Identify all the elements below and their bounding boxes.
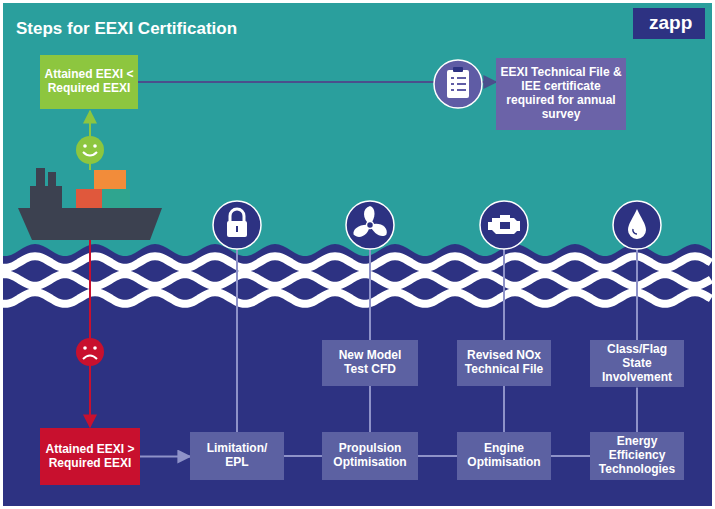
icon-part	[351, 206, 389, 240]
box-label: Energy Efficiency Technologies	[594, 435, 680, 476]
icon-part	[83, 346, 87, 350]
box-content: Attained EEXI > Required EEXI	[44, 443, 136, 471]
fuel-drop-icon	[613, 201, 661, 249]
diagram-title: Steps for EEXI Certification	[16, 19, 237, 39]
box-content: Propulsion Optimisation	[326, 442, 414, 470]
engine-icon	[480, 201, 528, 249]
brand-logo: zapp	[633, 8, 705, 39]
icon-part	[83, 144, 87, 148]
box-label: EEXI Technical File & IEE certificate re…	[500, 66, 622, 121]
wave-band	[3, 292, 711, 304]
icon-part	[480, 201, 528, 249]
box-content: Revised NOx Technical File	[461, 349, 547, 377]
icon-part	[346, 201, 394, 249]
hull	[18, 208, 162, 240]
sea-ground	[3, 3, 712, 506]
leader-line	[369, 249, 371, 340]
icon-part	[451, 78, 466, 90]
funnel	[48, 172, 56, 186]
connector	[636, 387, 638, 432]
icon-part	[76, 136, 104, 164]
container	[102, 189, 130, 208]
sky-ground	[3, 3, 712, 256]
document-icon	[434, 60, 482, 108]
icon-part	[83, 152, 97, 156]
box-content: Class/Flag State Involvement	[594, 343, 680, 384]
ship	[18, 168, 162, 240]
connector	[418, 455, 457, 457]
process-box: Attained EEXI > Required EEXI	[40, 428, 140, 485]
container	[76, 189, 102, 208]
wave-band	[3, 274, 711, 286]
icon-part	[451, 83, 454, 85]
process-box: Engine Optimisation	[457, 432, 551, 480]
icon-part	[367, 222, 374, 229]
process-box: EEXI Technical File & IEE certificate re…	[496, 58, 626, 130]
icon-part	[500, 222, 510, 229]
box-content: Engine Optimisation	[461, 442, 547, 470]
box-label: Limitation/ EPL	[194, 442, 280, 470]
box-label: Engine Optimisation	[461, 442, 547, 470]
icon-part	[83, 356, 97, 360]
icon-part	[628, 209, 646, 239]
icon-part	[457, 77, 466, 79]
sad-face	[76, 338, 104, 366]
icon-part	[93, 346, 97, 350]
box-content: Limitation/ EPL	[194, 442, 280, 470]
bridge	[30, 186, 62, 208]
icon-part	[457, 83, 466, 85]
box-label: Attained EEXI > Required EEXI	[44, 443, 136, 471]
process-box: Energy Efficiency Technologies	[590, 432, 684, 480]
funnel	[36, 168, 45, 186]
icon-part	[633, 229, 637, 234]
connector	[369, 386, 371, 432]
box-label: Attained EEXI < Required EEXI	[44, 68, 134, 96]
icon-part	[434, 60, 482, 108]
leader-line	[503, 249, 505, 340]
icon-part	[236, 226, 238, 232]
box-label: Revised NOx Technical File	[461, 349, 547, 377]
box-content: EEXI Technical File & IEE certificate re…	[500, 66, 622, 121]
icon-part	[76, 338, 104, 366]
connector	[284, 455, 322, 457]
connector	[551, 455, 590, 457]
process-box: Class/Flag State Involvement	[590, 340, 684, 387]
process-box: Attained EEXI < Required EEXI	[40, 55, 138, 109]
leader-line	[236, 249, 238, 432]
icon-part	[457, 89, 466, 91]
icon-part	[447, 70, 469, 98]
process-box: Revised NOx Technical File	[457, 340, 551, 386]
box-label: Propulsion Optimisation	[326, 442, 414, 470]
icon-leaders	[237, 249, 637, 432]
icon-part	[227, 221, 247, 237]
icon-part	[351, 221, 373, 240]
process-box: Limitation/ EPL	[190, 432, 284, 480]
icon-part	[213, 201, 261, 249]
happy-face	[76, 136, 104, 164]
connector	[503, 386, 505, 432]
icon-part	[230, 209, 244, 222]
icon-part	[613, 201, 661, 249]
container	[94, 170, 126, 189]
icon-part	[93, 144, 97, 148]
lock-icon	[213, 201, 261, 249]
process-box: Propulsion Optimisation	[322, 432, 418, 480]
box-content: Attained EEXI < Required EEXI	[44, 68, 134, 96]
icon-part	[488, 215, 520, 234]
box-label: New Model Test CFD	[326, 349, 414, 377]
leader-line	[636, 249, 638, 340]
wave-band	[3, 256, 711, 268]
failure-arrow	[89, 240, 91, 427]
connector	[140, 456, 190, 458]
box-content: New Model Test CFD	[326, 349, 414, 377]
process-box: New Model Test CFD	[322, 340, 418, 386]
box-content: Energy Efficiency Technologies	[594, 435, 680, 476]
icon-part	[451, 89, 454, 91]
icon-part	[451, 77, 454, 79]
waves	[3, 256, 711, 304]
box-label: Class/Flag State Involvement	[594, 343, 680, 384]
propeller-icon	[346, 201, 394, 249]
icon-part	[453, 67, 463, 72]
